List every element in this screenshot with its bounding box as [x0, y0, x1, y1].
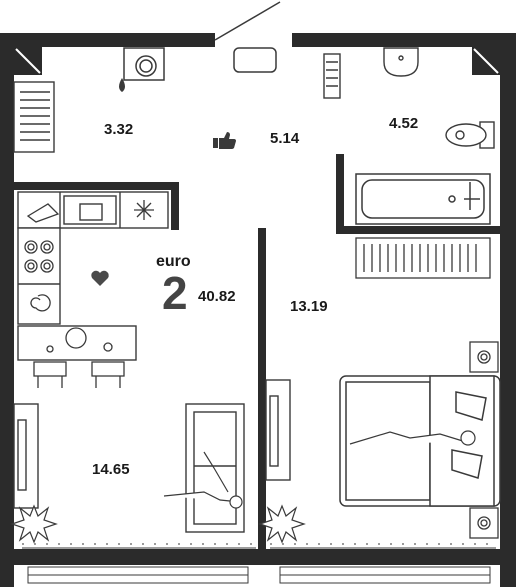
room-area-bedroom: 13.19 [290, 298, 328, 315]
towel-dryer [13, 81, 55, 153]
windows [27, 566, 491, 584]
bar-stools [33, 361, 125, 388]
table-items [46, 327, 113, 353]
room-area-bathroom: 4.52 [389, 115, 419, 132]
stove [24, 240, 54, 273]
heart-icon [91, 270, 109, 286]
room-area-hallway: 5.14 [270, 130, 300, 147]
towel-rail [323, 53, 341, 99]
bathtub [355, 173, 491, 225]
room-area-living-kitchen: 14.65 [92, 461, 130, 478]
rooms-count: 2 [162, 267, 188, 319]
nightstand-top [469, 341, 499, 373]
entrance-door[interactable] [214, 1, 281, 73]
layout-label: euro [156, 253, 191, 270]
radiator [355, 237, 491, 279]
nightstand-bottom [469, 507, 499, 539]
snowflake-icon [134, 200, 154, 220]
sofa [185, 403, 245, 533]
cutting-board-icon [26, 203, 60, 223]
thumbs-up-icon [213, 132, 236, 149]
person-lounging [163, 451, 243, 509]
person-sleeping [349, 430, 476, 446]
washing-machine-icon [123, 47, 165, 81]
corner-marks [15, 48, 499, 74]
palm-plant-icon [10, 504, 306, 544]
water-drop-icon [119, 78, 125, 92]
swirl-icon [30, 294, 51, 312]
room-area-storage: 3.32 [104, 121, 134, 138]
tv-left [13, 403, 39, 509]
total-area: 40.82 [198, 288, 236, 305]
toilet [445, 121, 495, 149]
tv-bedroom [265, 379, 291, 481]
sill-lines [22, 543, 496, 549]
sink [383, 47, 419, 77]
